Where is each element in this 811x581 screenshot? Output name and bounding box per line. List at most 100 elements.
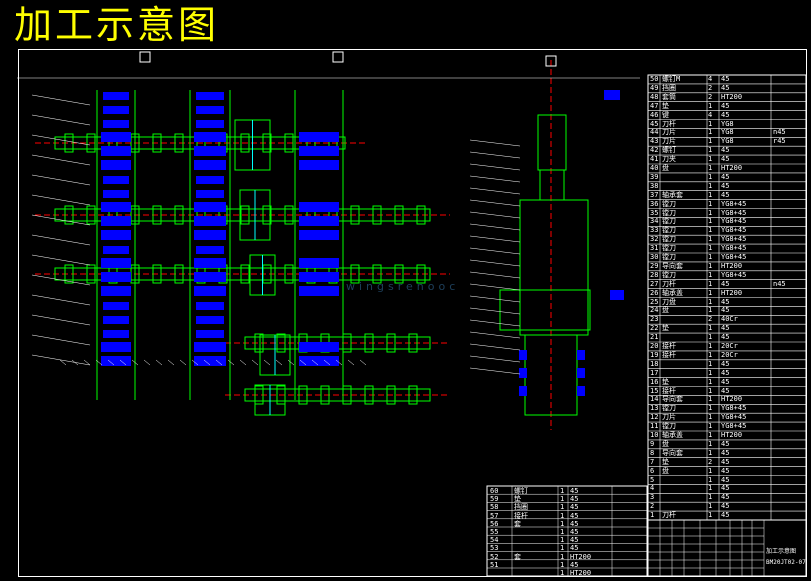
bom-material: 20Cr	[721, 342, 738, 350]
workpiece-hatch	[101, 160, 131, 170]
bom-material: HT200	[721, 261, 743, 270]
bom-no: 19	[650, 350, 659, 359]
spindle-collar	[408, 333, 418, 353]
spindle-collar	[240, 264, 250, 284]
workpiece-hatch	[103, 120, 129, 128]
bom-name: 刀片	[662, 137, 676, 146]
workpiece-hatch	[194, 258, 226, 268]
bom-no: 33	[650, 226, 659, 235]
bom-no: 51	[490, 560, 499, 569]
workpiece-hatch	[299, 342, 339, 352]
leader-line	[31, 254, 91, 266]
spindle-collar	[152, 133, 162, 153]
bom-material: 45	[721, 306, 730, 315]
bom-material: 45	[570, 495, 579, 504]
bom-material: 45	[721, 333, 730, 342]
workpiece-hatch	[101, 132, 131, 142]
bom-qty: 1	[560, 544, 565, 553]
leader-line	[469, 259, 521, 267]
workpiece-hatch	[299, 202, 339, 212]
workpiece-hatch	[196, 246, 224, 254]
workpiece-hatch	[194, 216, 226, 226]
bom-name: 镗刀	[662, 253, 676, 261]
bom-qty: 1	[708, 172, 713, 181]
bom-name: 套筒	[662, 92, 676, 101]
bom-material: 45	[570, 511, 579, 520]
workpiece-hatch	[299, 258, 339, 268]
bom-qty: 1	[708, 217, 713, 226]
bom-name: 刀盘	[662, 297, 676, 306]
bearing-hatch	[519, 368, 527, 378]
workpiece-hatch	[196, 190, 224, 198]
bom-name: 刀杆	[662, 119, 676, 128]
bom-material: 45	[721, 181, 730, 190]
spindle-collar	[350, 264, 360, 284]
leader-line	[251, 359, 259, 366]
spindle-collar	[284, 264, 294, 284]
bom-material: 45	[721, 279, 730, 288]
leader-line	[179, 359, 187, 366]
bom-name: 镗刀	[662, 217, 676, 226]
leader-line	[31, 214, 91, 226]
spindle-collar	[284, 133, 294, 153]
bom-name: 盘	[662, 164, 669, 172]
bom-qty: 1	[708, 493, 713, 502]
bom-no: 60	[490, 487, 499, 495]
leader-line	[469, 355, 521, 363]
title-block-code: BM20JT02-07	[766, 559, 806, 566]
bom-qty: 1	[708, 368, 713, 377]
bom-material: 45	[721, 83, 730, 92]
leader-line	[131, 359, 139, 366]
bom-qty: 1	[708, 119, 713, 128]
bom-qty: 1	[708, 279, 713, 288]
bom-name: 镗刀	[662, 244, 676, 253]
bom-material: 45	[721, 502, 730, 511]
bom-qty: 1	[708, 475, 713, 484]
bom-no: 57	[490, 511, 499, 520]
marker-hatch	[604, 90, 620, 100]
leader-line	[31, 234, 91, 246]
spindle-collar	[86, 264, 96, 284]
bom-no: 47	[650, 101, 659, 110]
bom-material: 45	[570, 503, 579, 512]
bom-qty: 1	[708, 306, 713, 315]
bom-no: 23	[650, 315, 659, 324]
bom-no: 52	[490, 552, 499, 561]
bom-qty: 1	[708, 395, 713, 404]
bom-qty: 1	[560, 495, 565, 504]
bom-no: 39	[650, 172, 659, 181]
bom-no: 54	[490, 536, 499, 545]
bom-no: 22	[650, 324, 659, 333]
bom-qty: 1	[708, 448, 713, 457]
bom-qty: 1	[560, 503, 565, 512]
bom-name: 镗刀	[662, 422, 676, 431]
bom-material: 45	[570, 487, 579, 495]
bom-material: YG8	[721, 128, 734, 137]
spindle-collar	[64, 264, 74, 284]
bearing-hatch	[577, 386, 585, 396]
spindle-collar	[386, 385, 396, 405]
bom-name: 盘	[662, 439, 669, 448]
bom-name: 刀片	[662, 128, 676, 137]
marker-hatch	[610, 290, 624, 300]
bom-no: 50	[650, 75, 659, 83]
bom-material: 45	[721, 439, 730, 448]
bom-qty: 4	[708, 75, 713, 83]
spindle-collar	[284, 205, 294, 225]
leader-line	[469, 163, 521, 171]
bom-no: 4	[650, 484, 655, 493]
bom-no: 35	[650, 208, 659, 217]
leader-line	[469, 235, 521, 243]
workpiece-hatch	[103, 246, 129, 254]
